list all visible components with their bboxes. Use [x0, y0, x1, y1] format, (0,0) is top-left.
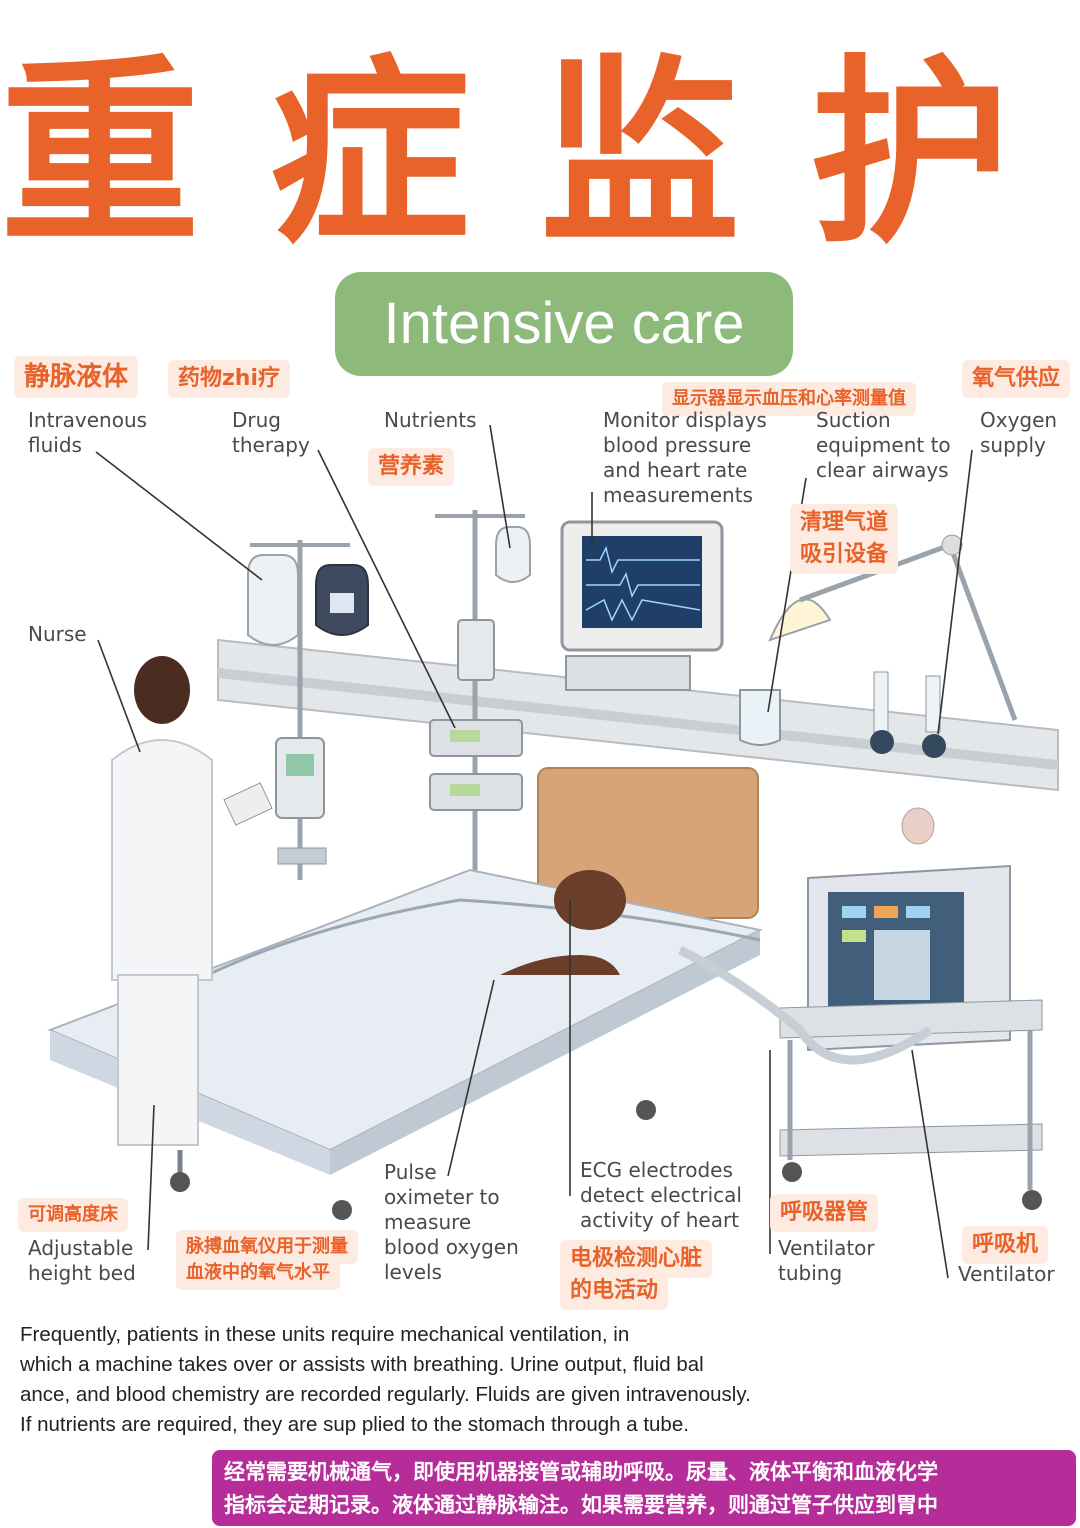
iv-pole: [247, 540, 369, 880]
infusion-pump: [275, 737, 325, 819]
oxygen-flowmeters: [870, 671, 946, 845]
description: Frequently, patients in these units requ…: [20, 1323, 751, 1436]
tag-ecg-2: 的电活动: [560, 1272, 669, 1310]
leader-lines: [95, 424, 973, 1279]
tag-drug: 药物zhi疗: [168, 360, 291, 398]
tag-oxygen: 氧气供应: [962, 360, 1071, 398]
label-nutrients: Nutrients: [384, 408, 477, 432]
tag-suction-2: 吸引设备: [790, 536, 899, 574]
ventilator-machine: [677, 864, 1043, 1210]
tag-iv: 静脉液体: [14, 356, 139, 398]
iv-bag: [247, 554, 299, 646]
nutrient-bag: [495, 526, 531, 583]
nurse: [111, 656, 273, 1146]
tag-nutrients: 营养素: [368, 448, 455, 486]
label-ventilator: Ventilator: [958, 1262, 1055, 1286]
patient: [500, 870, 626, 975]
tag-suction-1: 清理气道: [790, 504, 899, 542]
page-title: 重症监护: [0, 38, 1080, 271]
nutrient-pole: [429, 510, 531, 900]
tag-monitor: 显示器显示血压和心率测量值: [662, 382, 916, 416]
tag-tubing: 呼吸器管: [770, 1194, 879, 1232]
tag-ventilator: 呼吸机: [962, 1226, 1049, 1264]
icu-illustration: [47, 424, 1059, 1279]
subtitle-pill: Intensive care: [335, 272, 793, 376]
tag-ecg-1: 电极检测心脏: [560, 1240, 713, 1278]
label-nurse: Nurse: [28, 622, 87, 646]
tag-pulse-2: 血液中的氧气水平: [176, 1256, 340, 1290]
monitor: [560, 520, 724, 691]
translation-box: 经常需要机械通气，即使用机器接管或辅助呼吸。尿量、液体平衡和血液化学 指标会定期…: [212, 1450, 1076, 1526]
tag-bed: 可调高度床: [18, 1198, 128, 1232]
